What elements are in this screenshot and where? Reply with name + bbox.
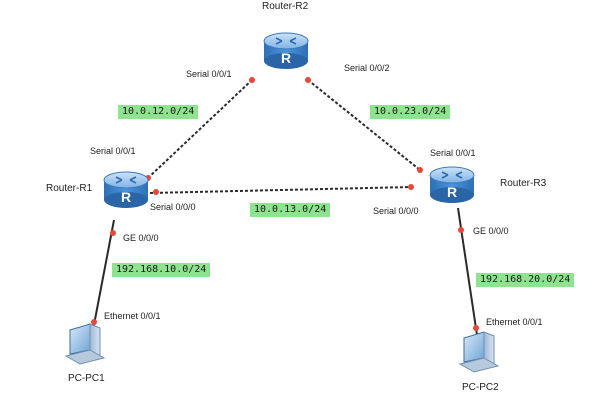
r2-serial-001-label: Serial 0/0/1 — [186, 69, 232, 79]
network-r2-r3: 10.0.23.0/24 — [370, 105, 451, 119]
r1-serial-001-label: Serial 0/0/1 — [90, 146, 136, 156]
link-r1-r3 — [149, 186, 413, 194]
router-icon: R — [429, 166, 475, 203]
r1-ge000-label: GE 0/0/0 — [123, 233, 159, 243]
router-r2[interactable]: R — [263, 32, 309, 69]
r3-ge000-label: GE 0/0/0 — [473, 226, 509, 236]
router-badge: R — [447, 184, 457, 200]
router-r1-label: Router-R1 — [46, 183, 93, 194]
endpoint-dot — [110, 230, 116, 236]
link-r1-r2 — [147, 79, 253, 179]
pc-pc2[interactable] — [458, 331, 500, 373]
network-r3-pc2: 192.168.20.0/24 — [476, 273, 575, 287]
endpoint-dot — [473, 325, 479, 331]
router-r2-label: Router-R2 — [262, 1, 309, 12]
network-r1-r3: 10.0.13.0/24 — [250, 203, 331, 217]
endpoint-dot — [417, 167, 423, 173]
endpoint-dot — [153, 189, 159, 195]
pc-pc1[interactable] — [64, 323, 106, 365]
pc-pc2-label: PC-PC2 — [462, 382, 499, 393]
router-badge: R — [281, 50, 291, 66]
link-r1-pc1 — [92, 219, 115, 331]
r3-serial-000-label: Serial 0/0/0 — [373, 206, 419, 216]
router-r1[interactable]: R — [103, 171, 149, 208]
pc-icon — [458, 331, 500, 373]
link-r2-r3 — [307, 79, 421, 171]
router-badge: R — [121, 189, 131, 205]
r2-serial-002-label: Serial 0/0/2 — [344, 63, 390, 73]
endpoint-dot — [305, 77, 311, 83]
endpoint-dots — [91, 77, 479, 331]
endpoint-dot — [91, 319, 97, 325]
endpoint-dot — [458, 227, 464, 233]
router-icon: R — [263, 32, 309, 69]
router-r3[interactable]: R — [429, 166, 475, 203]
endpoint-dot — [249, 77, 255, 83]
network-r1-pc1: 192.168.10.0/24 — [112, 263, 211, 277]
pc1-ethernet-001-label: Ethernet 0/0/1 — [104, 311, 161, 321]
pc2-ethernet-001-label: Ethernet 0/0/1 — [486, 317, 543, 327]
endpoint-dot — [408, 184, 414, 190]
network-r1-r2: 10.0.12.0/24 — [118, 105, 199, 119]
router-r3-label: Router-R3 — [500, 178, 547, 189]
router-icon: R — [103, 171, 149, 208]
r3-serial-001-label: Serial 0/0/1 — [430, 148, 476, 158]
r1-serial-000-label: Serial 0/0/0 — [150, 202, 196, 212]
pc-icon — [64, 323, 106, 365]
pc-pc1-label: PC-PC1 — [68, 373, 105, 384]
